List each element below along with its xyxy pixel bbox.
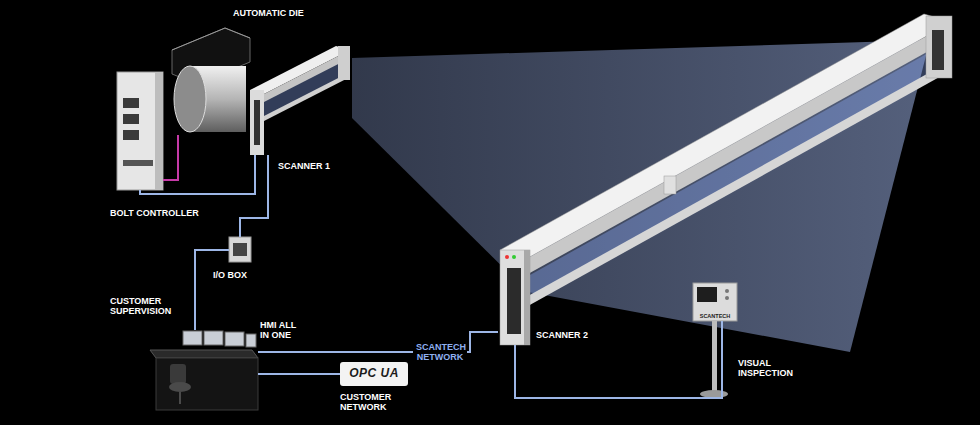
chair-seat — [169, 382, 191, 392]
housing-edge — [172, 28, 250, 50]
right-leg — [926, 16, 952, 78]
opc-ua-logo: OPC UACUSTOMER NETWORK — [340, 362, 408, 386]
status-led — [505, 255, 509, 259]
vent — [123, 160, 153, 166]
panel-button — [725, 289, 729, 293]
chair-back — [170, 364, 186, 384]
visual-inspection-panel: SCANTECHVISUAL INSPECTION — [693, 283, 737, 321]
supervision-desk: CUSTOMER SUPERVISIONHMI ALL IN ONE — [150, 330, 258, 412]
panel-screen — [697, 287, 717, 302]
monitor — [246, 334, 256, 347]
network-cable — [515, 321, 722, 398]
automatic-die-figure — [172, 28, 250, 132]
io-box: I/O BOX — [229, 237, 251, 262]
label-text: AUTOMATIC DIE — [233, 8, 333, 18]
io-box-figure — [229, 237, 251, 262]
stand-base — [700, 390, 728, 398]
network-cable — [258, 373, 340, 375]
beam-top — [500, 14, 952, 258]
automatic-die: AUTOMATIC DIE — [165, 25, 247, 135]
label-text: SCANTECH — [700, 313, 731, 319]
monitor — [183, 331, 202, 345]
leg-slot — [507, 268, 521, 334]
network-label: SCANTECH NETWORK — [413, 341, 467, 364]
lower-rail — [528, 60, 952, 306]
visual-inspection-figure — [693, 283, 737, 398]
desk-top — [150, 350, 258, 358]
leg-shade — [524, 250, 530, 345]
carriage — [664, 176, 676, 194]
left-leg — [500, 250, 530, 345]
label-text-secondary: VISUAL INSPECTION — [738, 358, 802, 379]
label-text: SCANNER 2 — [536, 330, 616, 340]
panel-button — [725, 296, 729, 300]
bolt-controller: BOLT CONTROLLER — [115, 72, 163, 190]
leg-slot — [932, 30, 944, 70]
status-led — [512, 255, 516, 259]
cabinet — [117, 72, 163, 190]
label-text-secondary: HMI ALL IN ONE — [260, 320, 302, 341]
leg-slot — [254, 100, 260, 145]
io-housing — [229, 237, 251, 262]
scanner-1-frame — [250, 46, 350, 155]
supervision-desk — [150, 331, 258, 410]
slot — [123, 98, 139, 108]
label-text: OPC UA — [349, 367, 399, 381]
label-text: SCANNER 1 — [278, 161, 358, 171]
desk-front — [156, 358, 258, 410]
scanner-1: SCANNER 1 — [250, 45, 350, 155]
left-leg — [250, 90, 264, 155]
io-panel — [233, 243, 247, 256]
label-text: BOLT CONTROLLER — [110, 208, 220, 218]
label-text: I/O BOX — [213, 270, 273, 280]
coil-end — [174, 66, 206, 132]
chair-leg — [179, 392, 181, 404]
scanner-2-frame — [500, 14, 952, 345]
cabinet-side — [155, 72, 163, 190]
beam-front — [528, 22, 952, 274]
network-cable — [240, 155, 268, 237]
panel-housing — [693, 283, 737, 321]
lower-rail — [264, 72, 350, 121]
label-text: CUSTOMER SUPERVISION — [110, 296, 176, 317]
label-text-secondary: CUSTOMER NETWORK — [340, 392, 404, 413]
scanner-2: SCANNER 2 — [498, 248, 532, 345]
right-end — [338, 46, 350, 80]
monitor — [204, 331, 223, 345]
network-cable — [163, 135, 178, 180]
beam-top — [250, 46, 350, 94]
bolt-controller-cabinet — [117, 72, 163, 190]
slot — [123, 130, 139, 140]
network-cable — [195, 250, 229, 330]
monitor — [225, 332, 244, 346]
stand — [712, 321, 717, 393]
slot — [123, 114, 139, 124]
network-cable — [140, 155, 255, 194]
